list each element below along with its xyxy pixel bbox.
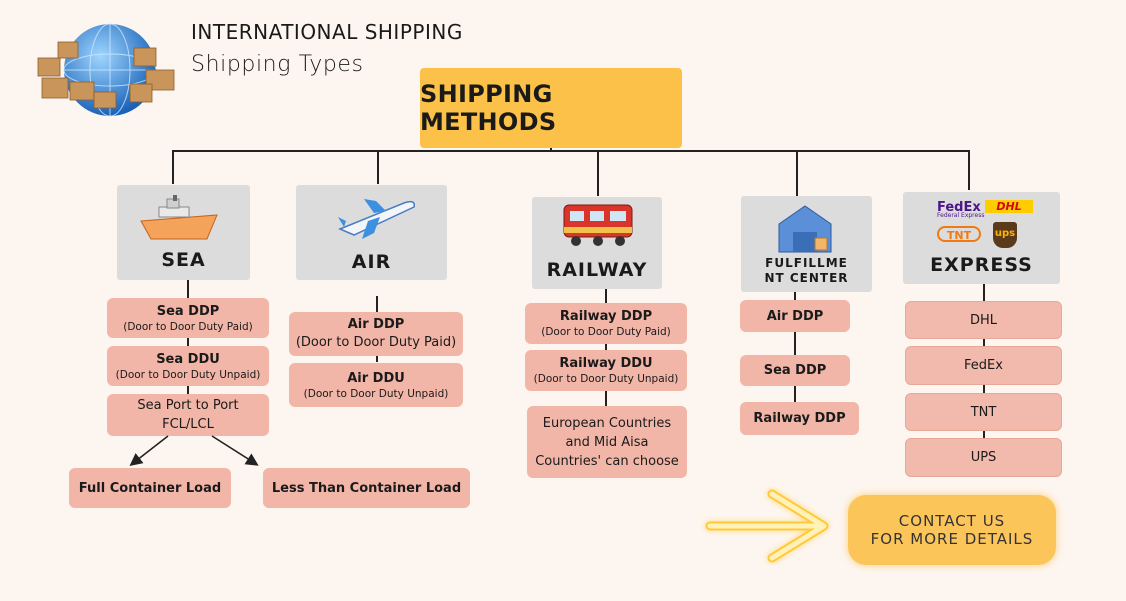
express-tnt-box: TNT <box>905 393 1062 431</box>
glowing-arrow-icon <box>705 489 829 563</box>
air-label: AIR <box>351 251 392 273</box>
warehouse-icon <box>778 205 832 253</box>
fulfillment-air-ddp-box: Air DDP <box>740 300 850 332</box>
air-ddp-box: Air DDP (Door to Door Duty Paid) <box>289 312 463 356</box>
contact-line2: FOR MORE DETAILS <box>870 530 1034 548</box>
less-container-box: Less Than Container Load <box>263 468 470 508</box>
express-drop-line <box>968 150 970 190</box>
main-horizontal-line <box>172 150 970 152</box>
dhl-logo: DHL <box>985 200 1033 213</box>
express-fedex-box: FedEx <box>905 346 1062 385</box>
contact-line1: CONTACT US <box>898 512 1006 530</box>
railway-category: RAILWAY <box>532 197 662 289</box>
contact-us-button[interactable]: CONTACT US FOR MORE DETAILS <box>848 495 1056 565</box>
express-ups-box: UPS <box>905 438 1062 477</box>
fedex-logo: FedEx <box>937 200 981 215</box>
page-title: INTERNATIONAL SHIPPING <box>191 20 463 44</box>
sea-port-box: Sea Port to Port FCL/LCL <box>107 394 269 436</box>
express-category: FedEx Federal Express DHL TNT ups EXPRES… <box>903 192 1060 284</box>
fulfillment-railway-ddp-box: Railway DDP <box>740 402 859 435</box>
fulfillment-label-line1: FULFILLME <box>765 256 848 270</box>
airplane-icon <box>338 199 416 239</box>
sea-ddp-box: Sea DDP (Door to Door Duty Paid) <box>107 298 269 338</box>
ups-logo: ups <box>993 222 1017 248</box>
full-container-box: Full Container Load <box>69 468 231 508</box>
fulfillment-sea-ddp-box: Sea DDP <box>740 355 850 386</box>
federal-express-text: Federal Express <box>937 212 985 219</box>
page-subtitle: Shipping Types <box>191 52 364 77</box>
air-ddu-box: Air DDU (Door to Door Duty Unpaid) <box>289 363 463 407</box>
fulfillment-label-line2: NT CENTER <box>764 271 849 285</box>
railway-countries-box: European Countries and Mid Aisa Countrie… <box>527 406 687 478</box>
sea-ddu-box: Sea DDU (Door to Door Duty Unpaid) <box>107 346 269 386</box>
air-category: AIR <box>296 185 447 280</box>
railway-label: RAILWAY <box>546 259 648 281</box>
train-icon <box>563 204 633 246</box>
express-label: EXPRESS <box>930 254 1033 276</box>
split-arrows <box>129 435 259 466</box>
fulfillment-vertical-line <box>794 292 796 410</box>
railway-ddu-box: Railway DDU (Door to Door Duty Unpaid) <box>525 350 687 391</box>
shipping-methods-node: SHIPPING METHODS <box>420 68 682 148</box>
air-drop-line <box>377 150 379 184</box>
express-dhl-box: DHL <box>905 301 1062 339</box>
globe-boxes-icon <box>37 23 175 117</box>
fulfillment-category: FULFILLME NT CENTER <box>741 196 872 292</box>
railway-drop-line <box>597 150 599 196</box>
fulfillment-drop-line <box>796 150 798 196</box>
sea-category: SEA <box>117 185 250 280</box>
sea-label: SEA <box>161 249 206 271</box>
railway-ddp-box: Railway DDP (Door to Door Duty Paid) <box>525 303 687 344</box>
railway-vertical-line <box>605 289 607 407</box>
ship-icon <box>140 195 218 240</box>
sea-drop-line <box>172 150 174 184</box>
tnt-logo: TNT <box>937 226 981 242</box>
